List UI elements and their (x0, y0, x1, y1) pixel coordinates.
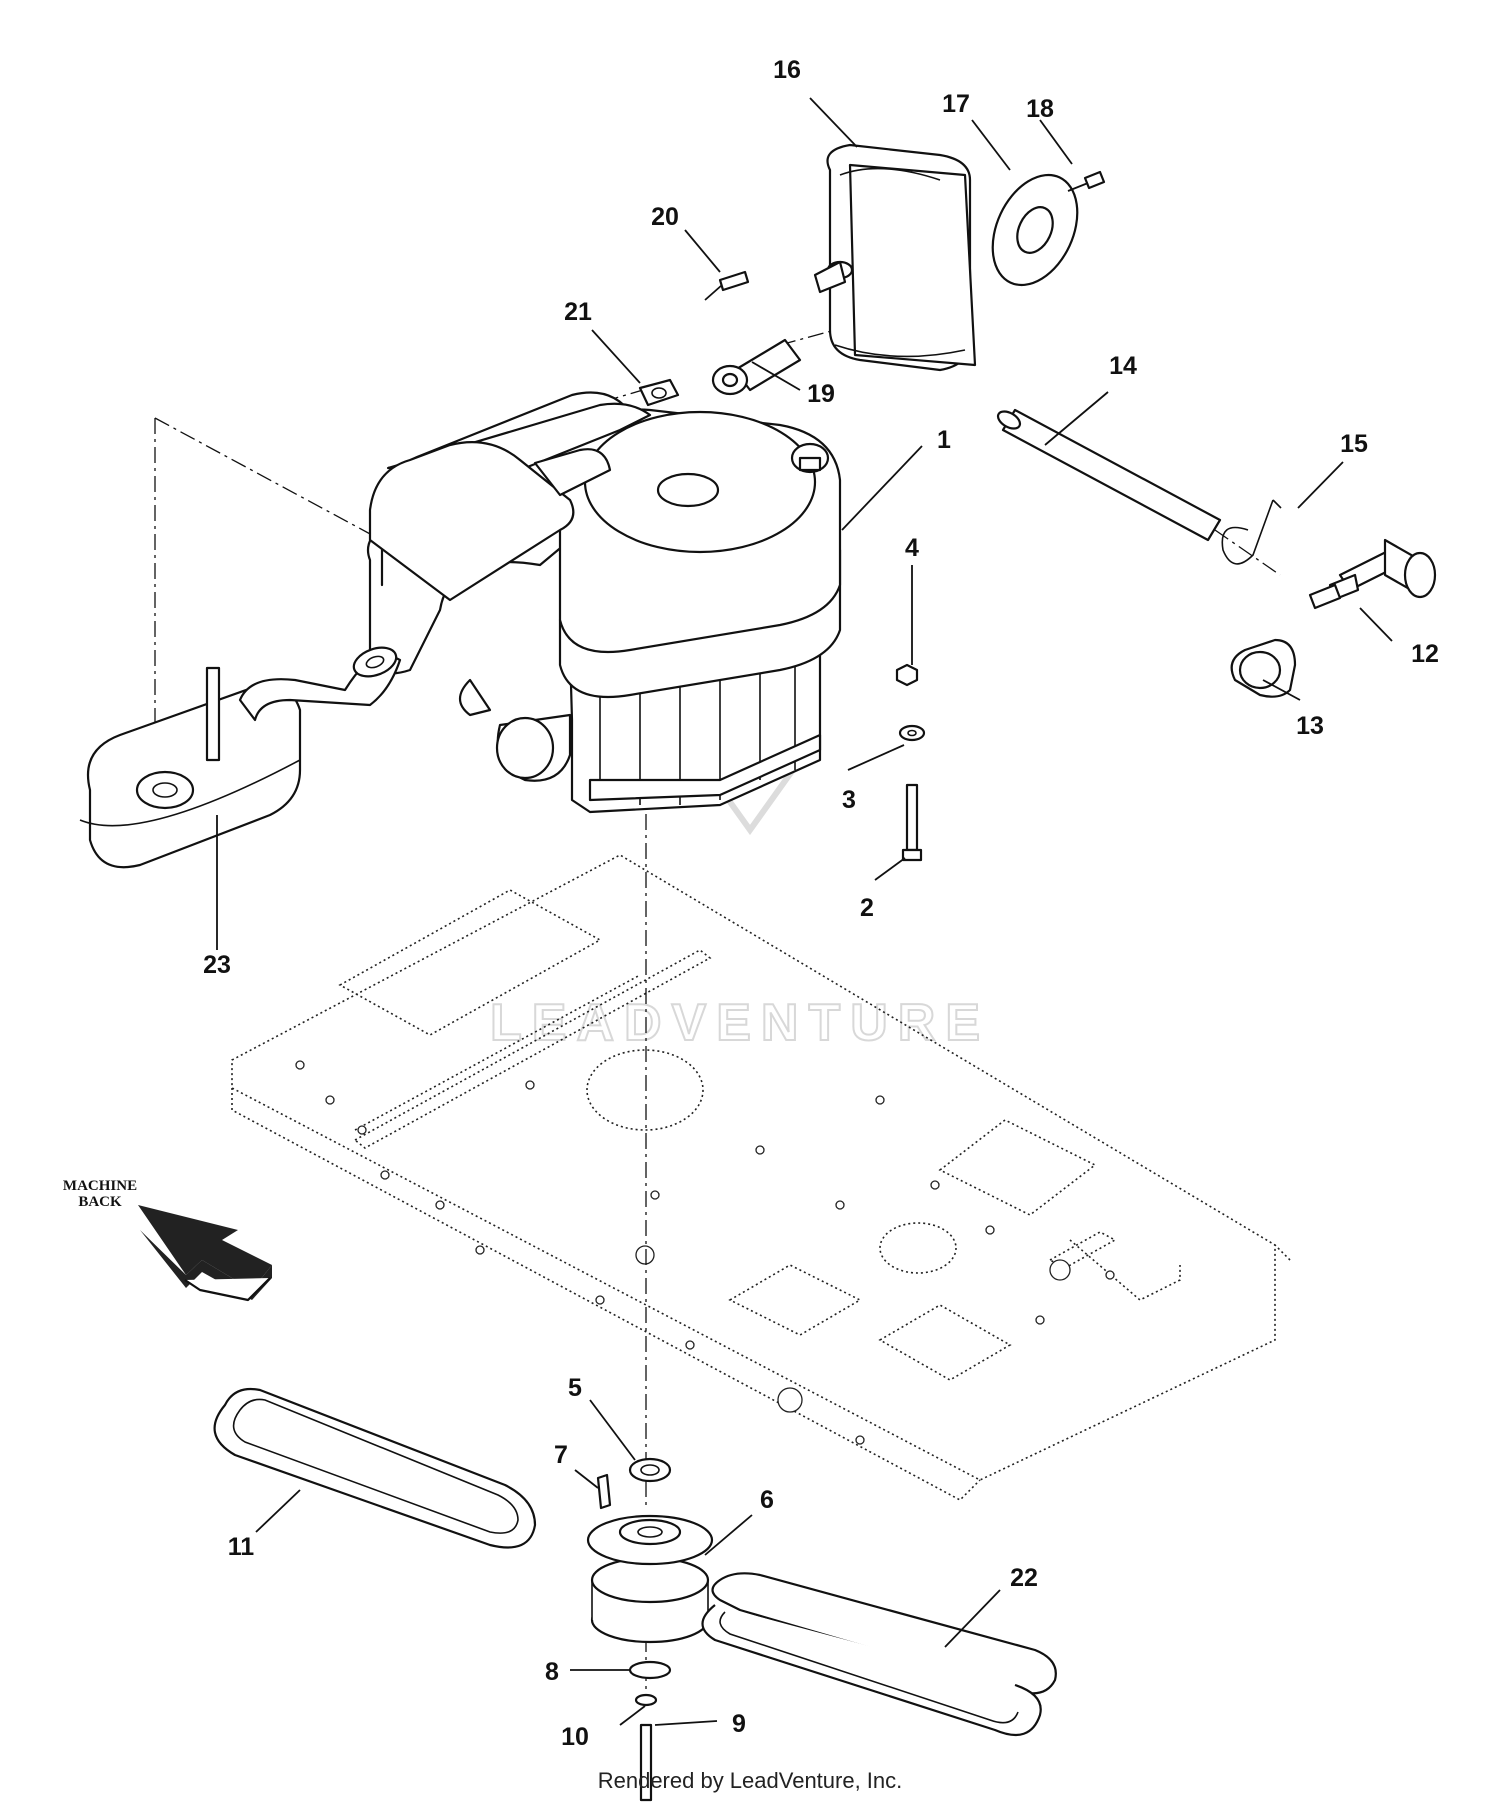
callout-23: 23 (203, 951, 231, 979)
callout-10: 10 (561, 1723, 589, 1751)
callout-17: 17 (942, 90, 970, 118)
bolt-washer-nut (895, 663, 926, 862)
chassis-frame (231, 854, 1291, 1501)
callout-19: 19 (807, 380, 835, 408)
fuel-cap-nut (1230, 638, 1297, 698)
pulley (586, 1514, 714, 1644)
callout-20: 20 (651, 203, 679, 231)
muffler-shield (991, 173, 1079, 287)
fuel-fitting (1308, 538, 1437, 610)
spacer-5 (628, 1457, 672, 1483)
muffler-lower (79, 646, 402, 869)
callout-7: 7 (554, 1441, 568, 1469)
washers-and-bolt (628, 1660, 672, 1802)
callout-18: 18 (1026, 95, 1054, 123)
hose-clamp (1221, 499, 1282, 565)
leader-lines (216, 97, 1393, 1726)
callout-11: 11 (228, 1533, 255, 1561)
callout-4: 4 (905, 534, 919, 562)
callout-15: 15 (1340, 430, 1368, 458)
callout-9: 9 (732, 1710, 746, 1738)
belt-11 (213, 1387, 537, 1549)
belt-22 (701, 1572, 1057, 1737)
callout-6: 6 (760, 1486, 774, 1514)
engine (366, 391, 842, 814)
footer-credit: Rendered by LeadVenture, Inc. (597, 1768, 903, 1793)
machine-back-label-line2: BACK (78, 1194, 122, 1210)
callout-1: 1 (937, 426, 951, 454)
callout-2: 2 (860, 894, 874, 922)
exhaust-adapter (711, 338, 802, 396)
callout-3: 3 (842, 786, 856, 814)
machine-back-arrow (138, 1205, 272, 1302)
callout-12: 12 (1411, 640, 1439, 668)
fuel-hose (996, 408, 1222, 542)
key-7 (596, 1473, 612, 1510)
callout-8: 8 (545, 1658, 559, 1686)
callout-14: 14 (1109, 352, 1137, 380)
callout-13: 13 (1296, 712, 1324, 740)
callout-16: 16 (773, 56, 801, 84)
callout-5: 5 (568, 1374, 582, 1402)
watermark-text: LEADVENTURE (490, 994, 990, 1052)
machine-back-label-line1: MACHINE (63, 1178, 137, 1194)
gasket-21 (638, 378, 680, 407)
callout-21: 21 (564, 298, 592, 326)
bolt-20 (704, 270, 750, 301)
screw-18 (1067, 170, 1106, 192)
callout-22: 22 (1010, 1564, 1038, 1592)
muffler-upper (813, 143, 977, 372)
